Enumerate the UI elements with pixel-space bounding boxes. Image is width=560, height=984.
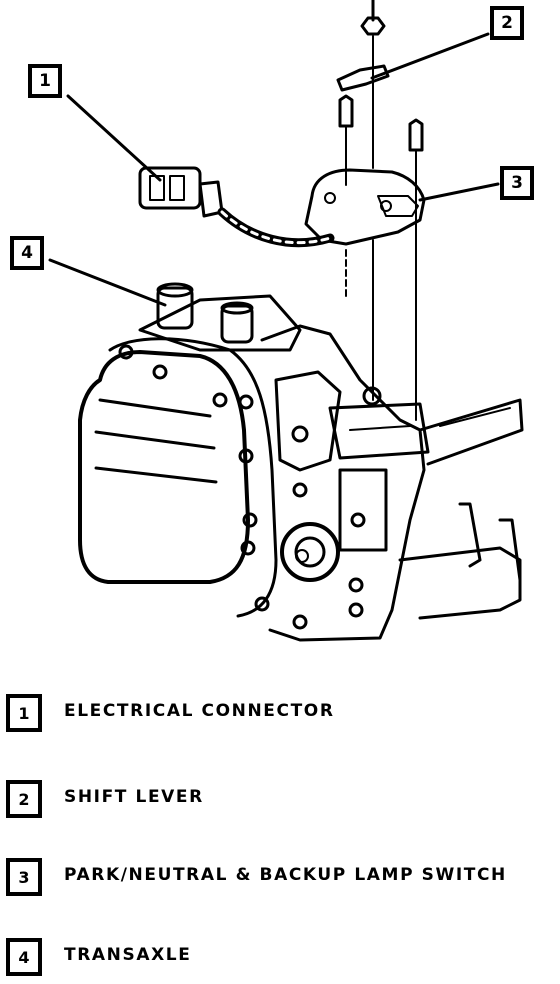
electrical-connector [138,166,335,248]
callout-2: 2 [490,6,524,40]
transaxle-body [78,282,524,642]
transaxle-diagram: 1 2 3 4 [10,0,534,642]
diagram-illustration [48,0,524,642]
legend-item: 3 PARK/NEUTRAL & BACKUP LAMP SWITCH [6,858,556,896]
legend-label: SHIFT LEVER [64,787,204,807]
callout-1: 1 [28,64,62,98]
legend-number: 2 [6,780,42,818]
leader-line-3 [418,182,500,202]
shift-lever-assembly [336,0,424,421]
legend-number: 4 [6,938,42,976]
park-neutral-switch [304,168,426,246]
legend-label: ELECTRICAL CONNECTOR [64,701,335,721]
leader-line-2 [370,32,490,80]
leader-line-1 [66,94,162,182]
callout-4: 4 [10,236,44,270]
legend-label: PARK/NEUTRAL & BACKUP LAMP SWITCH [64,865,507,885]
leader-line-4 [48,258,167,307]
legend-label: TRANSAXLE [64,945,192,965]
legend-number: 1 [6,694,42,732]
legend-number: 3 [6,858,42,896]
legend-item: 2 SHIFT LEVER [6,780,556,818]
legend-item: 1 ELECTRICAL CONNECTOR [6,694,556,732]
callout-3: 3 [500,166,534,200]
legend-item: 4 TRANSAXLE [6,938,556,976]
